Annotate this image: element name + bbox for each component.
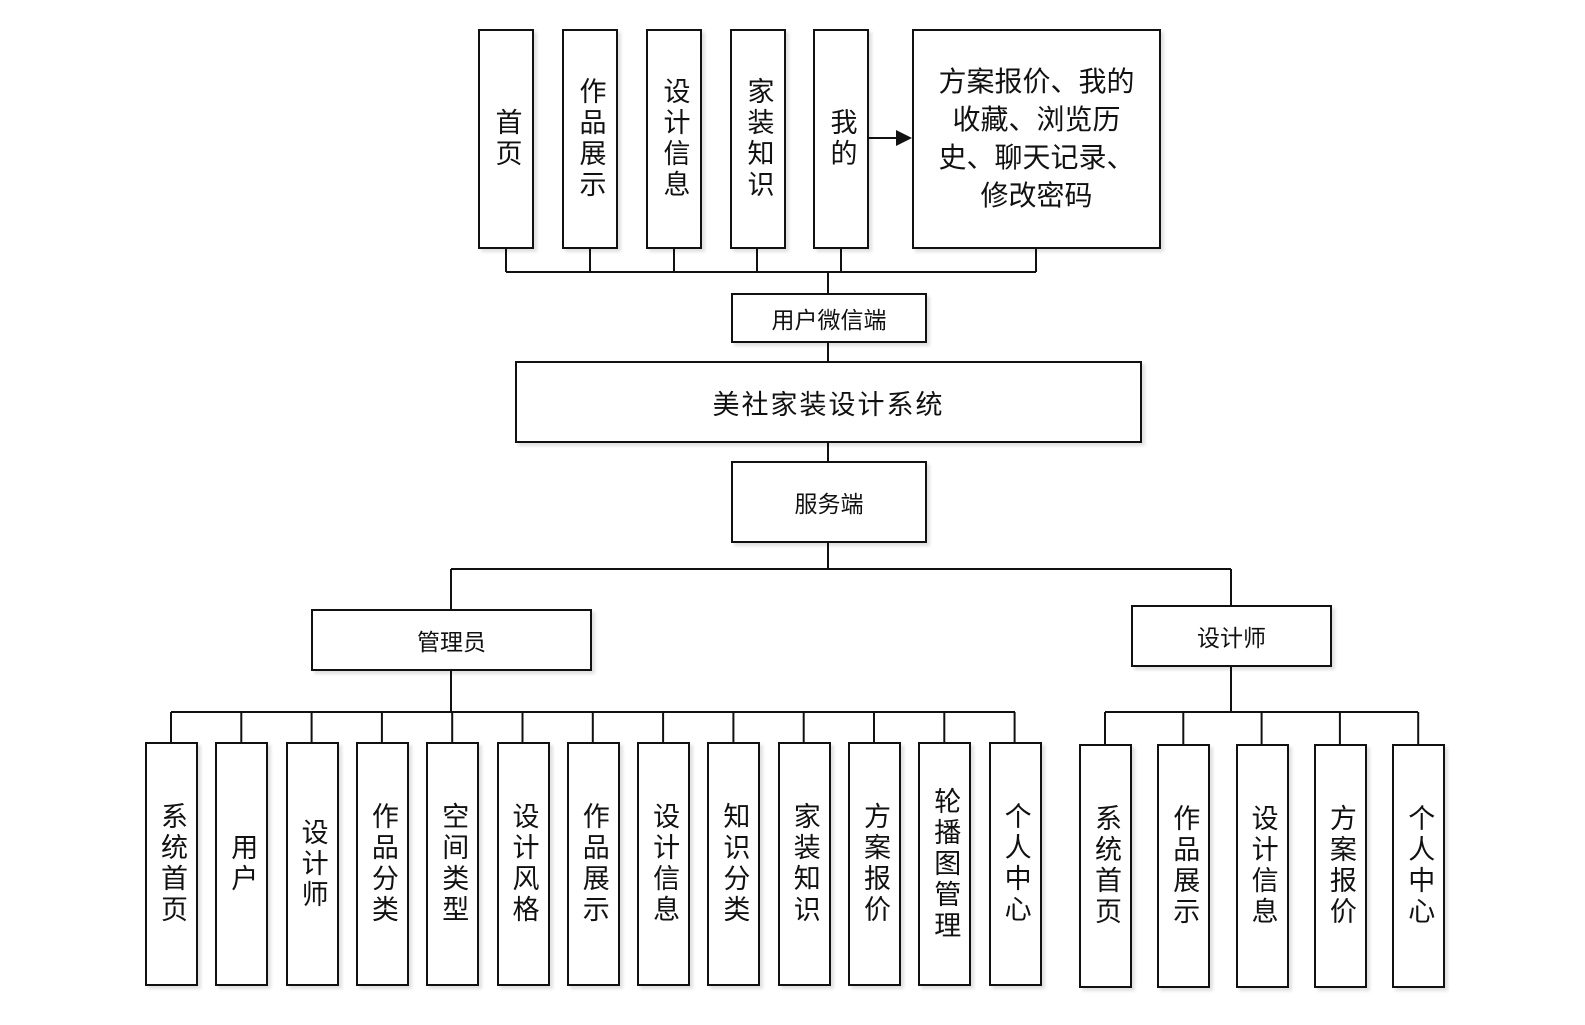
my-details-box: 方案报价、我的收藏、浏览历史、聊天记录、修改密码 <box>912 29 1161 249</box>
designer-module-box-label: 个人中心 <box>1403 804 1435 928</box>
user-module-box: 家装知识 <box>730 29 786 249</box>
admin-module-box-label: 作品分类 <box>366 802 398 926</box>
admin-module-box-label: 空间类型 <box>437 802 469 926</box>
designer-module-box: 设计信息 <box>1235 744 1289 988</box>
admin-module-box: 家装知识 <box>777 742 831 986</box>
admin-module-box: 设计风格 <box>496 742 550 986</box>
user-wechat-box: 用户微信端 <box>731 293 927 343</box>
server-box-label: 服务端 <box>794 492 864 518</box>
admin-module-box-label: 设计风格 <box>507 802 539 926</box>
admin-module-box: 轮播图管理 <box>918 742 972 986</box>
user-wechat-box-label: 用户微信端 <box>771 308 887 334</box>
admin-module-box-label: 方案报价 <box>859 802 890 926</box>
admin-module-box: 空间类型 <box>426 742 480 986</box>
arrow-icon <box>896 130 912 146</box>
my-details-box-label: 方案报价、我的收藏、浏览历史、聊天记录、修改密码 <box>938 65 1135 212</box>
user-module-box-label: 家装知识 <box>742 77 774 201</box>
user-module-box: 作品展示 <box>562 29 618 249</box>
admin-module-box-label: 用户 <box>226 833 258 895</box>
admin-module-box: 作品展示 <box>566 742 620 986</box>
user-module-box-label: 我的 <box>825 108 857 170</box>
designer-module-box-label: 方案报价 <box>1324 804 1356 928</box>
admin-module-box: 方案报价 <box>848 742 901 986</box>
designer-module-box-label: 设计信息 <box>1246 804 1278 928</box>
admin-module-box-label: 家装知识 <box>788 802 820 926</box>
designer-box: 设计师 <box>1131 605 1332 667</box>
admin-module-box: 个人中心 <box>988 742 1042 986</box>
admin-module-box: 设计信息 <box>637 742 691 986</box>
user-module-box: 我的 <box>813 29 869 249</box>
designer-module-box: 方案报价 <box>1313 744 1367 988</box>
admin-module-box: 系统首页 <box>145 742 198 986</box>
system-box-label: 美社家装设计系统 <box>712 389 945 421</box>
user-module-box: 设计信息 <box>646 29 702 249</box>
user-module-box-label: 设计信息 <box>658 77 690 201</box>
designer-module-box: 作品展示 <box>1157 744 1211 988</box>
user-module-box: 首页 <box>478 29 534 249</box>
admin-module-box: 用户 <box>215 742 269 986</box>
admin-box-label: 管理员 <box>417 630 486 656</box>
user-module-box-label: 作品展示 <box>574 77 606 201</box>
user-module-box-label: 首页 <box>490 108 522 170</box>
designer-module-box-label: 作品展示 <box>1168 804 1200 928</box>
admin-module-box: 作品分类 <box>355 742 409 986</box>
admin-module-box-label: 作品展示 <box>577 802 609 926</box>
designer-module-box: 系统首页 <box>1079 744 1132 988</box>
admin-box: 管理员 <box>311 609 592 671</box>
admin-module-box-label: 系统首页 <box>156 802 187 926</box>
admin-module-box-label: 知识分类 <box>718 802 750 926</box>
designer-box-label: 设计师 <box>1197 626 1266 652</box>
admin-module-box-label: 设计师 <box>296 817 328 911</box>
admin-module-box-label: 设计信息 <box>648 802 680 926</box>
server-box: 服务端 <box>731 461 927 543</box>
designer-module-box-label: 系统首页 <box>1090 804 1121 928</box>
admin-module-box: 设计师 <box>285 742 339 986</box>
designer-module-box: 个人中心 <box>1392 744 1446 988</box>
admin-module-box: 知识分类 <box>707 742 761 986</box>
system-box: 美社家装设计系统 <box>515 361 1142 443</box>
admin-module-box-label: 个人中心 <box>999 802 1031 926</box>
admin-module-box-label: 轮播图管理 <box>929 786 961 942</box>
